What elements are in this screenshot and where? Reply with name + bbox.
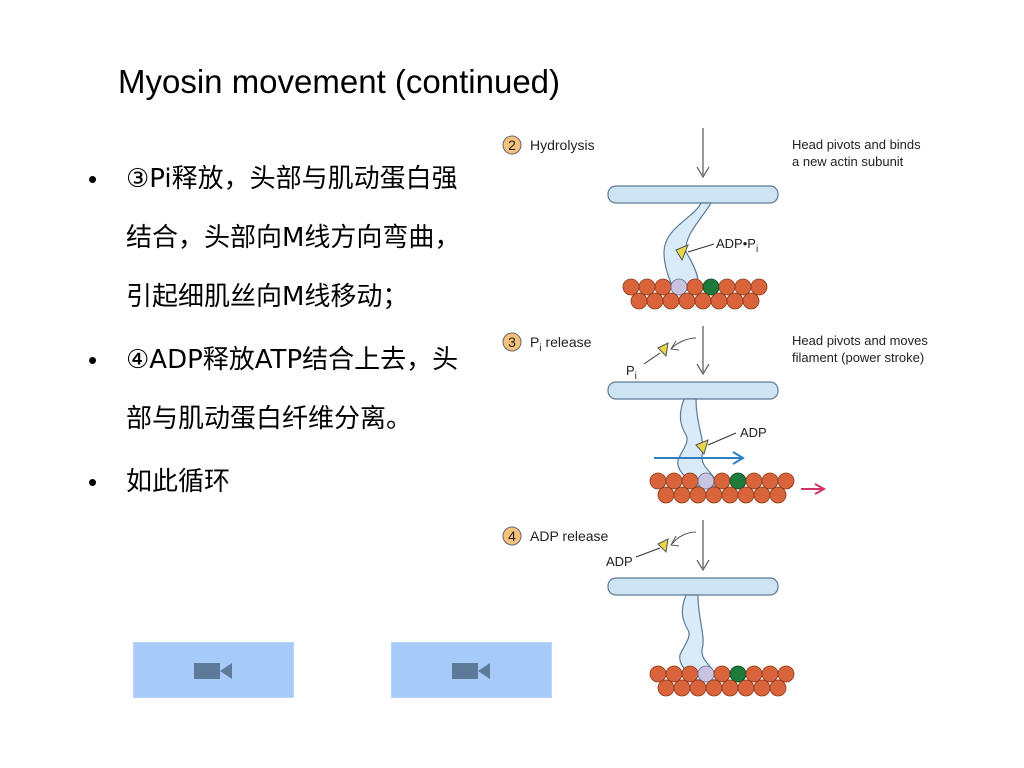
bullet-marker: •	[88, 345, 98, 375]
head-label: ADP	[740, 425, 767, 440]
step-number: 4	[508, 528, 516, 544]
step-label: Hydrolysis	[530, 137, 595, 153]
video-button-2[interactable]	[391, 642, 552, 698]
thick-filament	[607, 381, 779, 400]
myosin-head	[677, 398, 719, 487]
actin-filament	[649, 665, 795, 697]
release-arrow	[671, 531, 697, 545]
bullet-item-cycle: • 如此循环	[88, 453, 478, 512]
bullet-marker: •	[88, 467, 98, 497]
nucleotide-marker	[675, 244, 689, 262]
video-camera-icon	[194, 663, 232, 679]
step-note-line1: Head pivots and binds	[792, 137, 921, 152]
released-label: Pi	[626, 363, 637, 382]
released-pi-marker	[657, 342, 669, 358]
video-camera-icon	[452, 663, 490, 679]
actin-filament	[622, 278, 768, 310]
bullet-item-pi-release: • ③Pi释放，头部与肌动蛋白强结合，头部向M线方向弯曲，引起细肌丝向M线移动；	[88, 150, 478, 327]
head-label: ADP•Pi	[716, 236, 758, 255]
step-note-line1: Head pivots and moves	[792, 333, 928, 348]
released-label: ADP	[606, 554, 633, 569]
step-badge	[502, 332, 522, 352]
release-arrow	[671, 337, 697, 349]
step-pi-release: 3 Pi release Head pivots and moves filam…	[502, 326, 928, 504]
slide-title: Myosin movement (continued)	[118, 63, 561, 100]
actin-filament	[649, 472, 795, 504]
video-button-1[interactable]	[133, 642, 294, 698]
released-adp-marker	[657, 538, 669, 554]
step-note-line2: a new actin subunit	[792, 154, 904, 169]
bullet-list: • ③Pi释放，头部与肌动蛋白强结合，头部向M线方向弯曲，引起细肌丝向M线移动；…	[88, 150, 478, 516]
step-number: 3	[508, 334, 516, 350]
myosin-cycle-diagram: 2 Hydrolysis Head pivots and binds a new…	[502, 128, 928, 697]
step-number: 2	[508, 137, 516, 153]
bullet-text: ③Pi释放，头部与肌动蛋白强结合，头部向M线方向弯曲，引起细肌丝向M线移动；	[126, 164, 461, 312]
thick-filament	[607, 185, 779, 204]
step-note-line2: filament (power stroke)	[792, 350, 924, 365]
step-adp-release: 4 ADP release ADP	[502, 520, 795, 697]
bullet-marker: •	[88, 164, 98, 194]
step-label: ADP release	[530, 528, 609, 544]
bullet-text: 如此循环	[126, 467, 231, 497]
step-label: Pi release	[530, 334, 592, 354]
bullet-item-adp-release: • ④ADP释放ATP结合上去，头部与肌动蛋白纤维分离。	[88, 331, 478, 449]
thick-filament	[607, 577, 779, 596]
step-hydrolysis: 2 Hydrolysis Head pivots and binds a new…	[502, 128, 921, 310]
nucleotide-marker	[695, 439, 709, 456]
step-badge	[502, 526, 522, 546]
bullet-text: ④ADP释放ATP结合上去，头部与肌动蛋白纤维分离。	[126, 345, 459, 434]
step-badge	[502, 135, 522, 155]
